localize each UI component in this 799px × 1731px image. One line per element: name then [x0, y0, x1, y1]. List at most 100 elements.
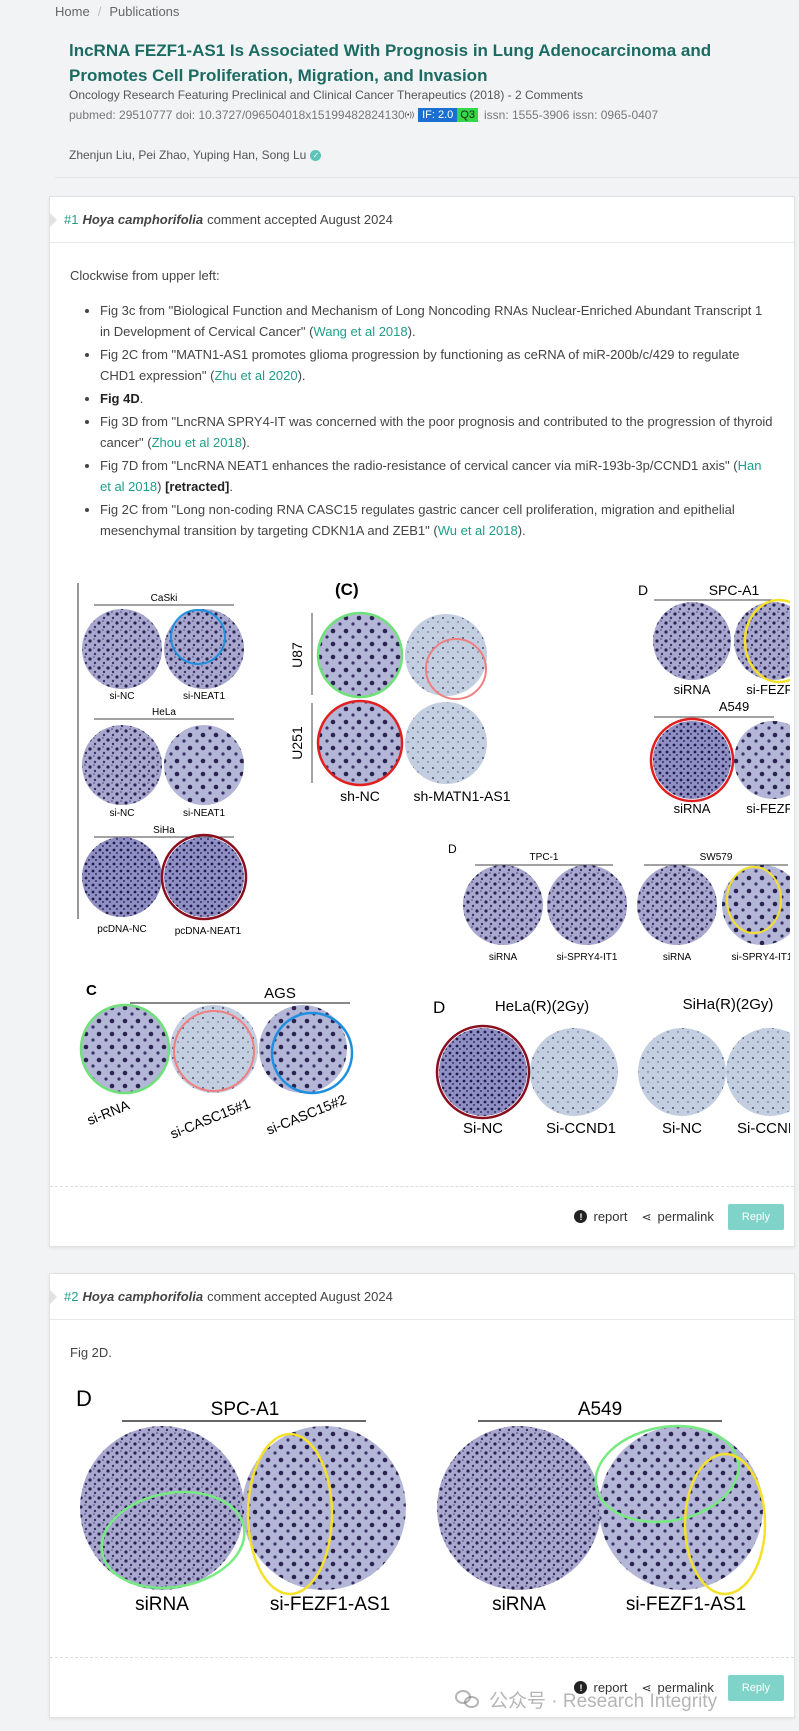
comparison-figure[interactable]: D SPC-A1 A549 siRNA si-FEZF1-AS1 siRNA s… — [70, 1378, 790, 1618]
permalink-link[interactable]: ⋖ permalink — [641, 1209, 714, 1224]
highlight-circle — [270, 1011, 354, 1095]
svg-text:D: D — [433, 998, 445, 1017]
svg-text:si-CASC15#2: si-CASC15#2 — [264, 1091, 349, 1138]
colony-plate — [170, 1005, 258, 1093]
highlight-circle — [170, 609, 226, 665]
highlight-circle — [435, 1024, 531, 1120]
svg-text:C: C — [86, 982, 97, 999]
svg-text:si-FEZF1: si-FEZF1 — [746, 682, 790, 697]
colony-plate — [637, 865, 717, 945]
report-link[interactable]: ! report — [574, 1680, 627, 1695]
svg-text:D: D — [638, 582, 648, 598]
comparison-figure[interactable]: CaSki si-NC si-NEAT1 HeLa si-NC si-NEAT1… — [70, 575, 790, 1145]
svg-text:TPC-1: TPC-1 — [530, 852, 559, 863]
doi[interactable]: doi: 10.3727/096504018x15199482824130 — [175, 108, 405, 122]
alert-icon: ! — [574, 1681, 588, 1694]
hela-label: HeLa — [152, 707, 176, 718]
svg-text:A549: A549 — [719, 699, 749, 714]
report-link[interactable]: ! report — [574, 1209, 627, 1224]
svg-text:si-NEAT1: si-NEAT1 — [183, 691, 225, 702]
permalink-link[interactable]: ⋖ permalink — [641, 1680, 714, 1695]
citation-link[interactable]: Wu et al 2018 — [437, 523, 518, 538]
comment-lead: Clockwise from upper left: — [70, 268, 220, 283]
source-list: Fig 3c from "Biological Function and Mec… — [70, 300, 774, 541]
paper-meta: pubmed: 29510777 doi: 10.3727/096504018x… — [69, 108, 658, 122]
svg-text:si-CASC15#1: si-CASC15#1 — [168, 1095, 253, 1142]
commenter-name: Hoya camphorifolia — [82, 1289, 204, 1304]
colony-plate — [319, 614, 401, 696]
colony-plate — [81, 1005, 169, 1093]
siha-label: SiHa — [153, 825, 175, 836]
divider — [55, 177, 799, 178]
highlight-circle — [743, 598, 790, 684]
svg-text:SW579: SW579 — [700, 852, 733, 863]
colony-plate — [82, 837, 162, 917]
svg-text:pcDNA-NEAT1: pcDNA-NEAT1 — [175, 926, 242, 937]
svg-text:SPC-A1: SPC-A1 — [211, 1399, 280, 1420]
reply-button[interactable]: Reply — [727, 1203, 784, 1230]
svg-text:siRNA: siRNA — [135, 1594, 189, 1615]
svg-text:Si-CCND1: Si-CCND1 — [546, 1120, 616, 1137]
citation-link[interactable]: Han et al 2018 — [100, 458, 762, 494]
highlight-circle — [79, 1003, 171, 1095]
highlight-circle — [100, 1490, 246, 1590]
highlight-circle — [594, 1424, 740, 1524]
svg-text:siRNA: siRNA — [663, 952, 692, 963]
svg-text:si-FEZF1-AS1: si-FEZF1-AS1 — [626, 1594, 746, 1615]
svg-text:(C): (C) — [335, 580, 359, 599]
comment-card-2: #2 Hoya camphorifolia comment accepted A… — [49, 1273, 795, 1718]
colony-plate — [726, 1028, 790, 1116]
citation-link[interactable]: Zhou et al 2018 — [151, 435, 242, 450]
highlight-circle — [160, 833, 248, 921]
issn-2: issn: 0965-0407 — [572, 108, 659, 122]
comment-number[interactable]: #1 — [64, 212, 79, 227]
breadcrumb: Home / Publications — [55, 4, 179, 19]
colony-plate — [463, 865, 543, 945]
colony-plate — [164, 837, 244, 917]
highlight-circle — [649, 717, 735, 803]
rss-icon: (•)) — [404, 111, 415, 119]
svg-text:SPC-A1: SPC-A1 — [709, 582, 760, 598]
svg-text:SiHa(R)(2Gy): SiHa(R)(2Gy) — [683, 996, 774, 1013]
colony-plate — [405, 702, 487, 784]
colony-plate — [653, 721, 731, 799]
comment-footer: ! report ⋖ permalink Reply — [50, 1657, 794, 1717]
svg-text:si-SPRY4-IT1: si-SPRY4-IT1 — [732, 952, 790, 963]
list-item: Fig 4D. — [100, 388, 774, 409]
svg-text:siRNA: siRNA — [492, 1594, 546, 1615]
reply-button[interactable]: Reply — [727, 1674, 784, 1701]
citation-link[interactable]: Wang et al 2018 — [313, 324, 408, 339]
pubmed-id[interactable]: pubmed: 29510777 — [69, 108, 173, 122]
colony-plate — [405, 614, 487, 696]
share-icon: ⋖ — [641, 1680, 652, 1695]
colony-plate — [734, 721, 790, 799]
svg-text:sh-NC: sh-NC — [340, 788, 380, 804]
svg-text:U87: U87 — [289, 642, 305, 668]
list-item: Fig 3D from "LncRNA SPRY4-IT was concern… — [100, 411, 774, 453]
authors: Zhenjun Liu, Pei Zhao, Yuping Han, Song … — [69, 148, 307, 162]
paper-title[interactable]: lncRNA FEZF1-AS1 Is Associated With Prog… — [69, 41, 712, 85]
issn-1: issn: 1555-3906 — [484, 108, 570, 122]
colony-plate — [734, 602, 790, 680]
svg-text:si-FEZF1: si-FEZF1 — [746, 801, 790, 816]
svg-text:AGS: AGS — [264, 985, 296, 1002]
check-icon: ✓ — [310, 149, 322, 161]
wechat-icon — [455, 1689, 481, 1710]
svg-text:si-NEAT1: si-NEAT1 — [183, 808, 225, 819]
svg-text:D: D — [76, 1386, 92, 1411]
comment-lead: Fig 2D. — [70, 1345, 112, 1360]
breadcrumb-home[interactable]: Home — [55, 4, 90, 19]
comment-number[interactable]: #2 — [64, 1289, 79, 1304]
citation-link[interactable]: Zhu et al 2020 — [214, 368, 298, 383]
highlight-circle — [316, 611, 404, 699]
retracted-label: [retracted] — [165, 479, 230, 494]
svg-text:A549: A549 — [578, 1399, 622, 1420]
svg-text:D: D — [448, 842, 457, 856]
colony-plate — [722, 865, 790, 945]
svg-text:si-SPRY4-IT1: si-SPRY4-IT1 — [557, 952, 618, 963]
highlight-circle — [726, 866, 782, 934]
colony-plate — [530, 1028, 618, 1116]
comment-status: comment accepted August 2024 — [207, 212, 393, 227]
svg-text:pcDNA-NC: pcDNA-NC — [97, 924, 146, 935]
colony-plate — [82, 725, 162, 805]
